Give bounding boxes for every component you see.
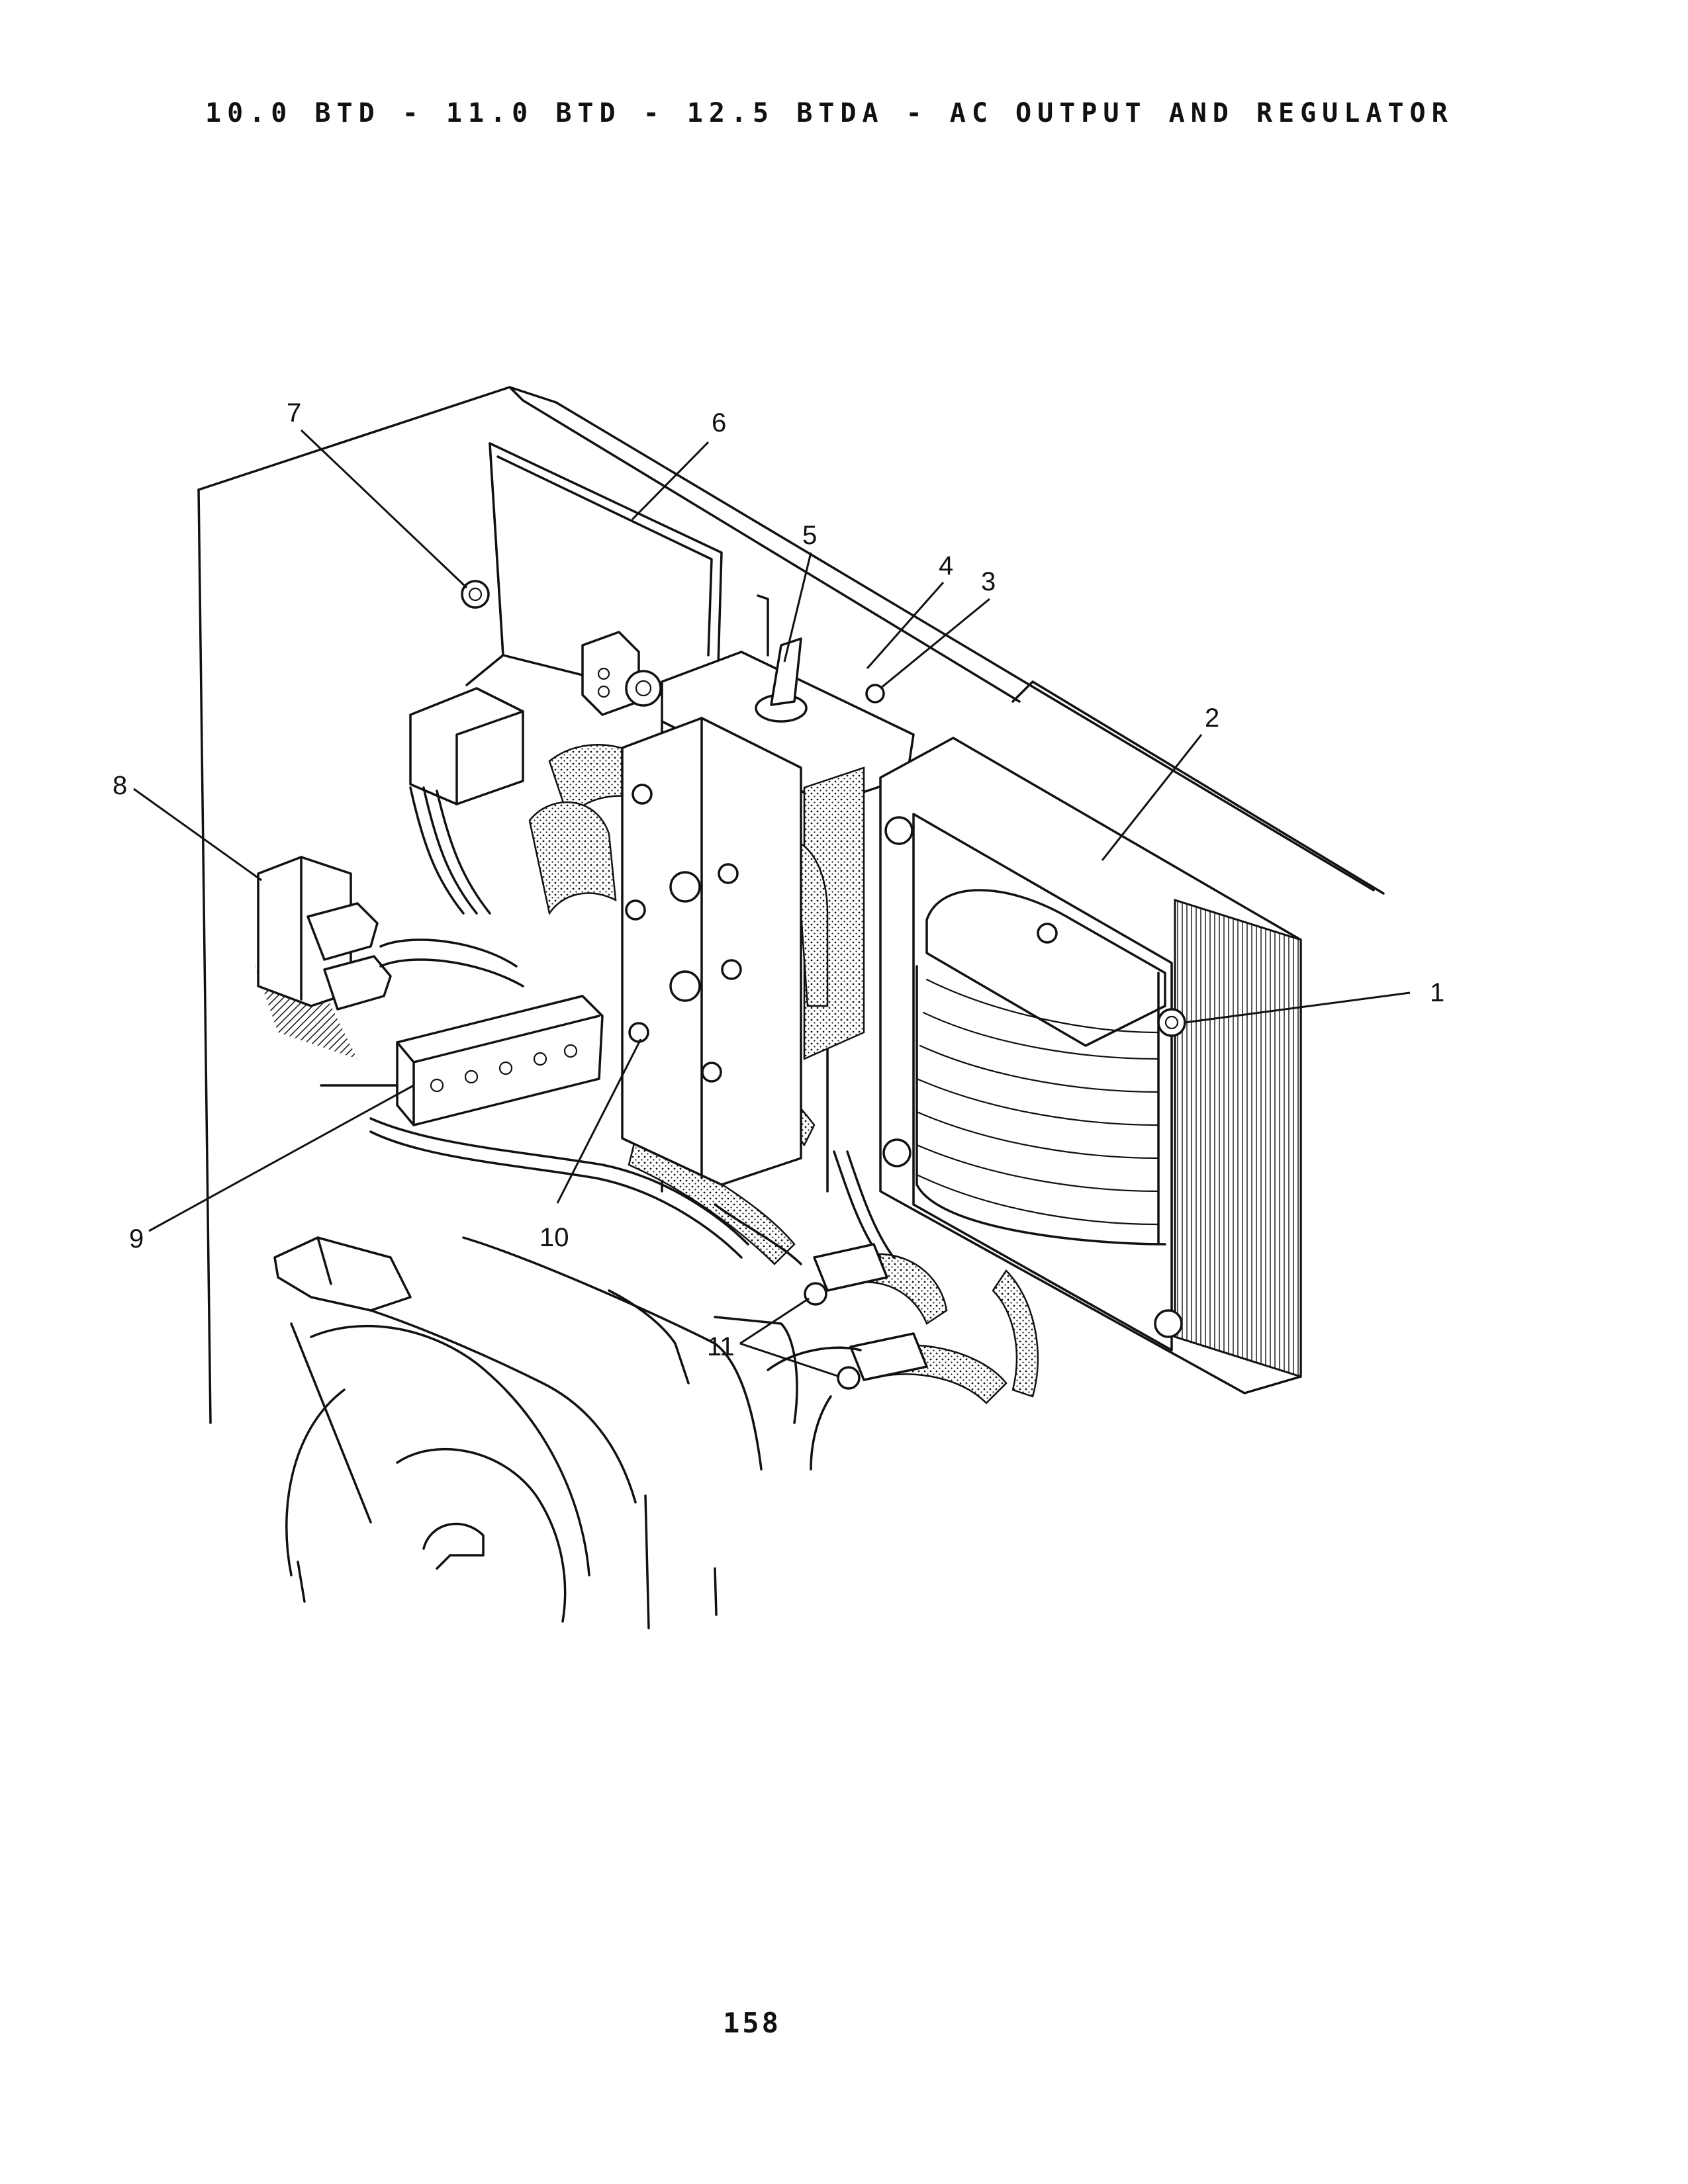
callout-10: 10 <box>539 1223 569 1252</box>
callout-8: 8 <box>113 771 127 800</box>
rectifier-assembly <box>621 717 802 1186</box>
transformer-coil <box>915 965 1166 1246</box>
transformer-bolts <box>882 816 1186 1338</box>
engine-housing <box>273 1236 862 1629</box>
callout-9: 9 <box>129 1224 144 1253</box>
callout-7: 7 <box>287 398 301 428</box>
page-number: 158 <box>723 2007 781 2039</box>
wiring-harness <box>369 744 1039 1404</box>
page-title: 10.0 BTD - 11.0 BTD - 12.5 BTDA - AC OUT… <box>205 98 1454 128</box>
toggle-switch-lever <box>770 637 802 706</box>
callout-4: 4 <box>939 551 953 580</box>
callout-6: 6 <box>712 408 726 437</box>
leader-lines <box>133 429 1411 1378</box>
callout-5: 5 <box>802 521 817 550</box>
plug-connector <box>257 687 524 1011</box>
transformer <box>879 737 1302 1394</box>
callout-2: 2 <box>1205 704 1219 733</box>
output-studs <box>804 1243 928 1390</box>
plate-screw <box>865 684 885 704</box>
regulator-board <box>461 442 723 716</box>
callout-1: 1 <box>1430 978 1444 1007</box>
callout-labels: 1 2 3 4 5 6 7 8 9 10 11 <box>113 398 1444 1361</box>
callout-11: 11 <box>707 1332 735 1361</box>
board-mount-screw <box>461 580 490 609</box>
terminal-strip <box>396 995 604 1126</box>
callout-3: 3 <box>981 567 996 596</box>
